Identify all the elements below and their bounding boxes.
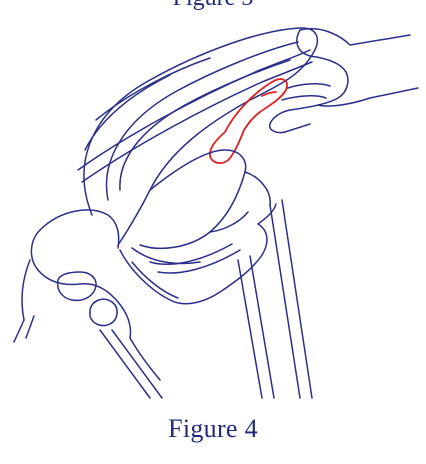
left-side-panel	[22, 210, 131, 338]
bumper-bar	[120, 224, 267, 304]
figure-caption: Figure 4	[0, 414, 426, 444]
seat-body	[132, 150, 270, 263]
frame-legs	[14, 200, 312, 398]
stroller-fold-illustration	[0, 0, 426, 400]
